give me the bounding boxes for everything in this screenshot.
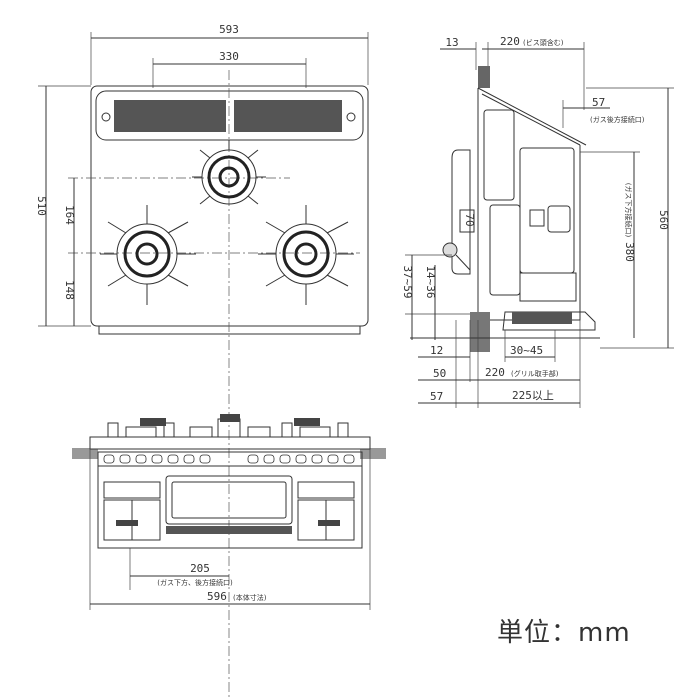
burner-left [100,205,196,305]
dim-510: 510 [35,196,48,216]
dim-380: 380 [623,242,636,262]
dim-37-59: 37~59 [401,265,414,298]
dim-57-bottom: 57 [430,390,443,403]
dim-205-note: (ガス下方、後方接続口) [157,578,233,587]
dim-220-bottom: 220 [485,366,505,379]
dim-50: 50 [433,367,446,380]
dim-220-bottom-note: (グリル取手部) [511,369,559,378]
dim-148: 148 [63,280,76,300]
dim-220-top-note: (ビス頭含む) [523,38,564,47]
dim-380-note: (ガス下方接続口) [624,183,633,238]
dim-12: 12 [430,344,443,357]
burner-right [258,205,354,305]
unit-label: 単位：mm [497,618,631,648]
vent-grille-left [114,100,226,132]
burner-rear [192,140,266,205]
dim-596: 596 [207,590,227,603]
dim-57-top-note: (ガス後方接続口) [590,115,645,124]
dim-14-36: 14~36 [424,265,437,298]
dim-30-45: 30~45 [510,344,543,357]
dim-70: 70 [463,213,476,226]
front-view: 205 (ガス下方、後方接続口) 596 (本体寸法) [72,414,386,610]
dim-560: 560 [657,210,670,230]
side-view: 13 220 (ビス頭含む) 70 57 (ガス後方接続口) [401,35,674,408]
dim-593: 593 [219,23,239,36]
dim-57-top: 57 [592,96,605,109]
dim-13: 13 [445,36,458,49]
dim-225: 225以上 [512,389,554,402]
dim-330: 330 [219,50,239,63]
dim-205: 205 [190,562,210,575]
top-view: 593 330 [35,23,369,700]
vent-grille-right [234,100,342,132]
dim-220-top: 220 [500,35,520,48]
dim-596-note: (本体寸法) [233,593,267,602]
cooktop-front-body [97,465,363,549]
dim-164: 164 [63,205,76,225]
